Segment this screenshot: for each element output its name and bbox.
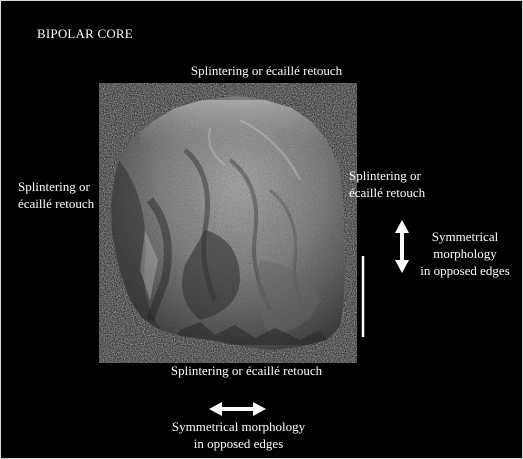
double-headed-horizontal-arrow-icon [209, 402, 266, 416]
top-edge-label: Splintering or écaillé retouch [0, 62, 523, 79]
bipolar-core-artifact [110, 96, 345, 350]
bottom-edge-label: Splintering or écaillé retouch [0, 362, 523, 379]
left-edge-label: Splintering or écaillé retouch [18, 178, 94, 212]
figure-title: BIPOLAR CORE [37, 25, 133, 42]
double-headed-vertical-arrow-icon [395, 220, 409, 273]
right-edge-label: Splintering or écaillé retouch [349, 167, 425, 201]
horizontal-symmetry-label: Symmetrical morphology in opposed edges [0, 418, 523, 452]
vertical-symmetry-label: Symmetrical morphology in opposed edges [410, 228, 520, 279]
